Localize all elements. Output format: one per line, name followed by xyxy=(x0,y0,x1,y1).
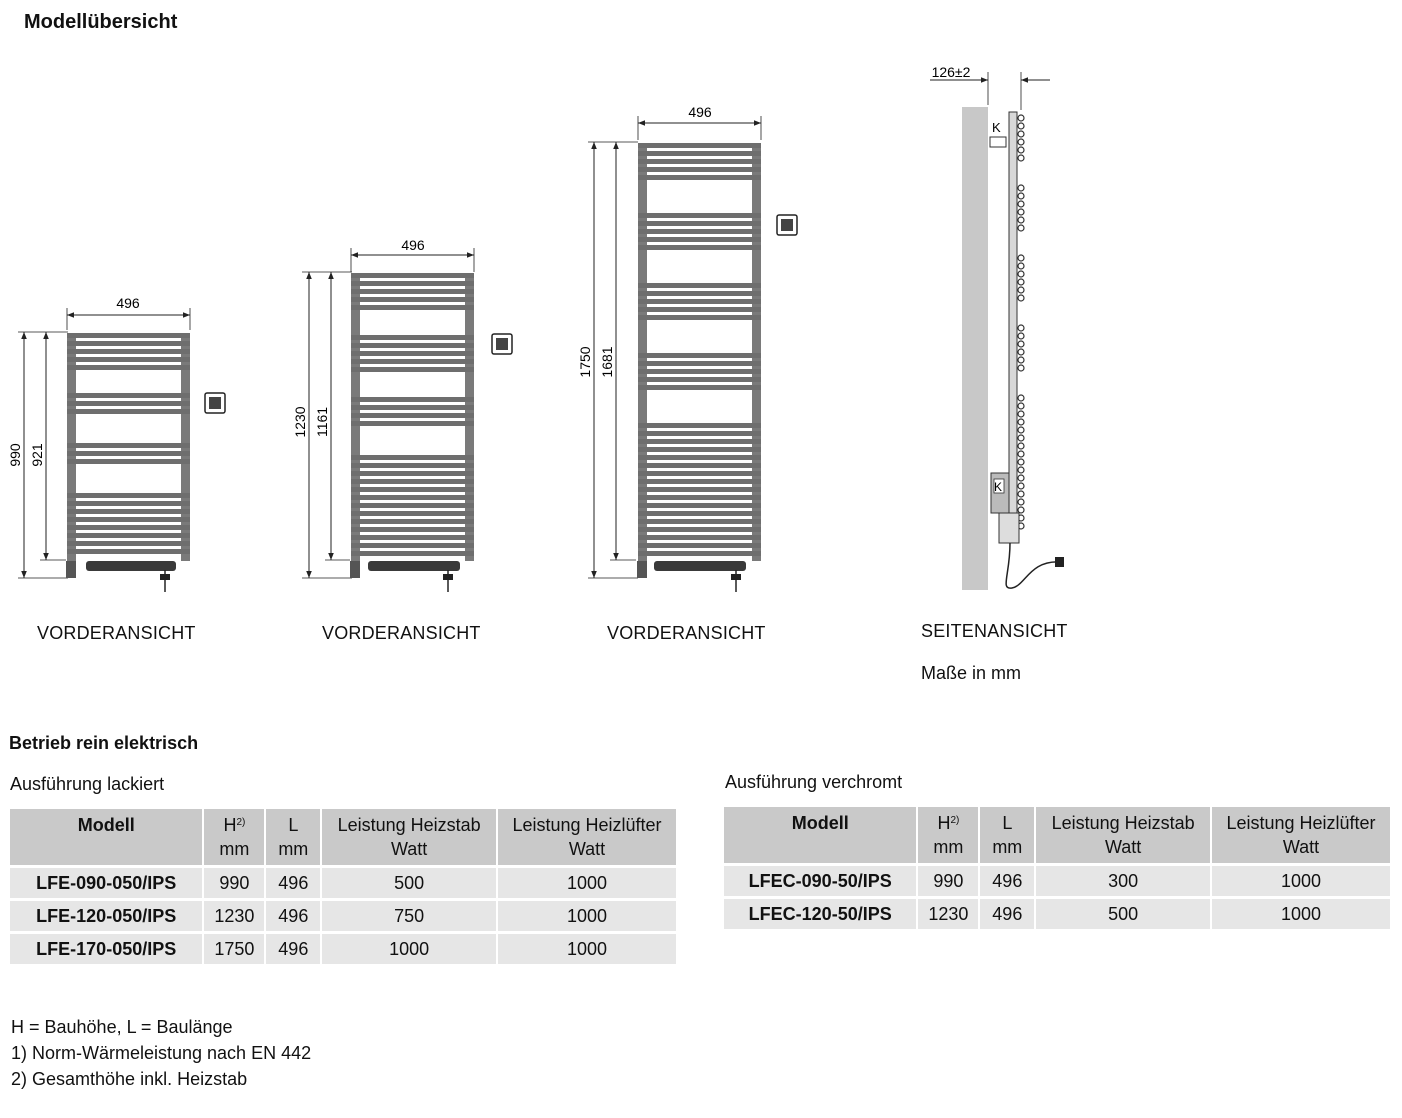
table-row: LFEC-090-50/IPS 990 496 300 1000 xyxy=(724,866,1390,896)
front-view-1750: 496 1750 1681 xyxy=(577,104,798,592)
front-view-990: 496 990 921 xyxy=(7,295,226,592)
caption-side-view: SEITENANSICHT xyxy=(921,621,1068,641)
svg-text:126±2: 126±2 xyxy=(932,64,971,80)
footnote-legend: H = Bauhöhe, L = Baulänge xyxy=(11,1017,233,1037)
svg-text:1750: 1750 xyxy=(577,346,593,377)
caption-view-2: VORDERANSICHT xyxy=(322,623,481,643)
svg-text:1230: 1230 xyxy=(292,406,308,437)
subtitle-lackiert: Ausführung lackiert xyxy=(10,774,165,794)
footnote-2: 2) Gesamthöhe inkl. Heizstab xyxy=(11,1069,248,1089)
table-row: LFEC-120-50/IPS 1230 496 500 1000 xyxy=(724,899,1390,929)
units-note: Maße in mm xyxy=(921,663,1022,683)
svg-text:496: 496 xyxy=(401,237,425,253)
width-label: 496 xyxy=(116,295,140,311)
caption-view-1: VORDERANSICHT xyxy=(37,623,196,643)
caption-view-3: VORDERANSICHT xyxy=(607,623,766,643)
label-k-bottom: K xyxy=(994,480,1002,494)
table-row: LFE-170-050/IPS 1750 496 1000 1000 xyxy=(10,934,676,964)
subtitle-verchromt: Ausführung verchromt xyxy=(725,772,903,792)
svg-text:1681: 1681 xyxy=(599,346,615,377)
height-total-label: 990 xyxy=(7,443,23,467)
header-model: Modell xyxy=(724,807,917,863)
model-drawings: 496 990 921 496 1230 1161 xyxy=(7,64,1064,592)
section-title: Betrieb rein elektrisch xyxy=(9,733,199,753)
svg-text:496: 496 xyxy=(688,104,712,120)
header-h: H2)mm xyxy=(918,807,979,863)
footnote-1: 1) Norm-Wärmeleistung nach EN 442 xyxy=(11,1043,312,1063)
side-view: 126±2 K K xyxy=(930,64,1064,590)
table-row: LFE-120-050/IPS 1230 496 750 1000 xyxy=(10,901,676,931)
height-inner-label: 921 xyxy=(29,443,45,467)
table-row: LFE-090-050/IPS 990 496 500 1000 xyxy=(10,868,676,898)
front-view-1230: 496 1230 1161 xyxy=(292,237,513,592)
header-h: H2)mm xyxy=(204,809,265,865)
svg-text:1161: 1161 xyxy=(314,407,330,437)
page-title: Modellübersicht xyxy=(24,11,178,33)
header-model: Modell xyxy=(10,809,203,865)
label-k-top: K xyxy=(992,120,1001,135)
